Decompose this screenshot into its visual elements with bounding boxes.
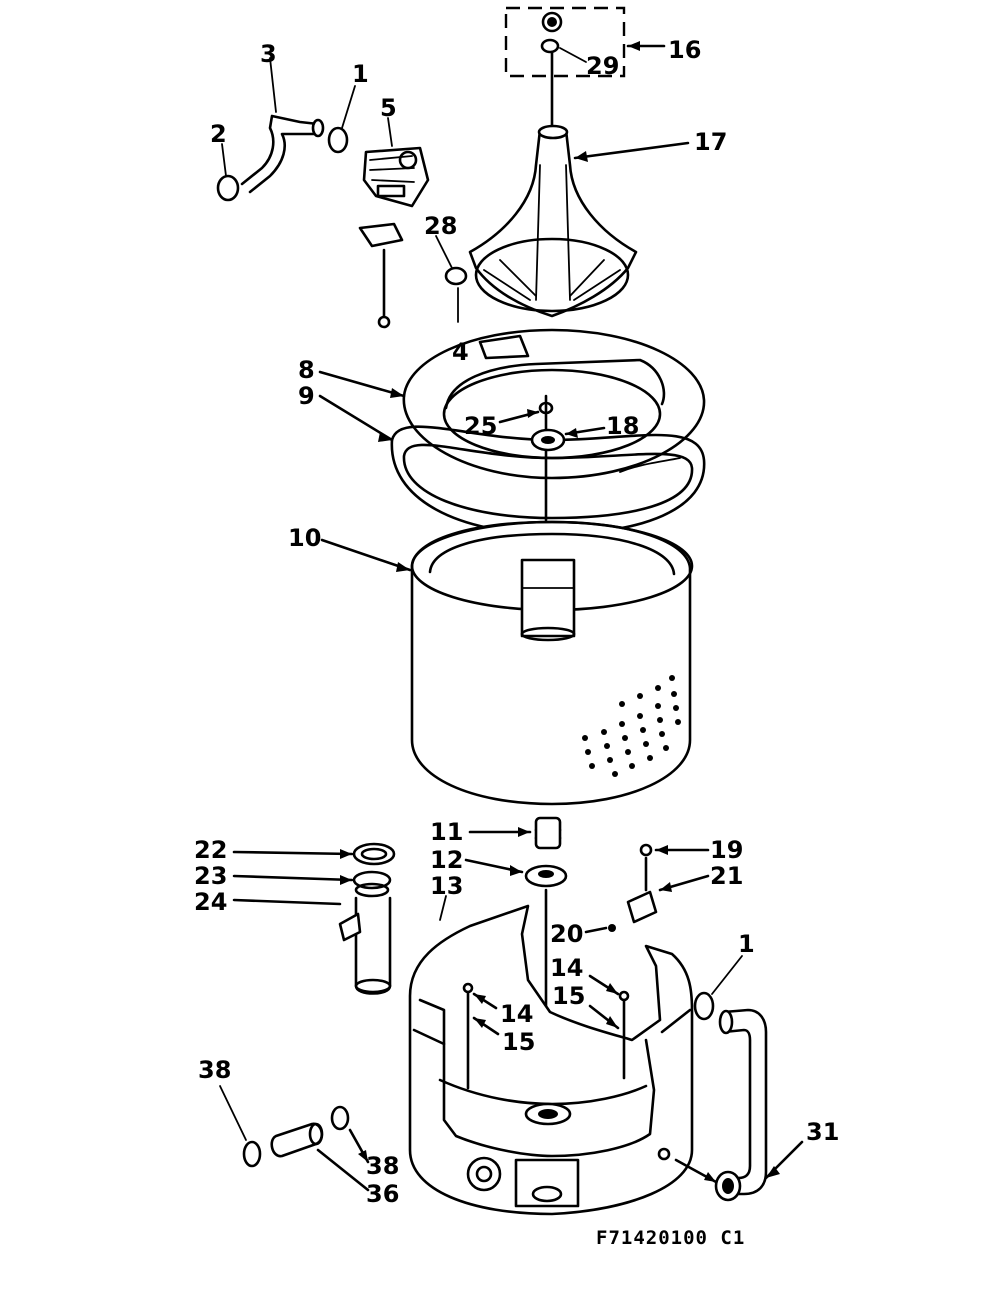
callout-8: 8 xyxy=(298,356,315,384)
part-17-agitator xyxy=(468,124,690,318)
callout-17: 17 xyxy=(694,128,727,156)
part-3-hose xyxy=(240,57,325,194)
part-18-seal xyxy=(530,426,606,452)
part-10-wash-basket xyxy=(320,520,694,806)
part-38-clamp-right xyxy=(330,1105,370,1164)
part-1-upper-clamp xyxy=(327,85,356,154)
part-38-clamp-left xyxy=(219,1085,262,1168)
callout-14-right: 14 xyxy=(550,954,583,982)
callout-38-right: 38 xyxy=(366,1152,399,1180)
part-14-15-screws-left xyxy=(462,982,500,1090)
part-22-24-drain-pipe xyxy=(232,842,396,995)
callout-3: 3 xyxy=(260,40,277,68)
part-9-tub-gasket xyxy=(318,394,706,536)
part-19-screw xyxy=(639,843,710,892)
part-1-lower-clamp xyxy=(693,955,743,1021)
callout-9: 9 xyxy=(298,382,315,410)
part-2-clamp xyxy=(216,143,240,202)
part-25-fastener xyxy=(498,394,554,522)
basket-perforations xyxy=(582,675,681,777)
part-mounting-plate xyxy=(358,222,404,329)
part-16-agitator-cap-assembly xyxy=(504,6,666,130)
callout-24: 24 xyxy=(194,888,227,916)
part-13-outer-tub xyxy=(408,895,694,1216)
callout-29: 29 xyxy=(586,52,619,80)
callout-2: 2 xyxy=(210,120,227,148)
drawing-code: F71420100 C1 xyxy=(596,1227,745,1249)
callout-13: 13 xyxy=(430,872,463,900)
part-36-coupling xyxy=(270,1122,370,1192)
callout-20: 20 xyxy=(550,920,583,948)
part-14-15-screws-right xyxy=(588,974,630,1080)
callout-25: 25 xyxy=(464,412,497,440)
callout-15-right: 15 xyxy=(552,982,585,1010)
part-11-spring xyxy=(468,816,562,850)
callout-16: 16 xyxy=(668,36,701,64)
callout-11: 11 xyxy=(430,818,463,846)
callout-38-left: 38 xyxy=(198,1056,231,1084)
callout-12: 12 xyxy=(430,846,463,874)
callout-18: 18 xyxy=(606,412,639,440)
callout-14-left: 14 xyxy=(500,1000,533,1028)
callout-19: 19 xyxy=(710,836,743,864)
part-31-drain-hose xyxy=(657,1008,804,1202)
callout-4: 4 xyxy=(452,338,469,366)
part-21-bracket xyxy=(626,874,710,924)
callout-1-lower: 1 xyxy=(738,930,755,958)
callout-22: 22 xyxy=(194,836,227,864)
part-8-tub-cover xyxy=(318,328,706,480)
part-20-nut xyxy=(584,924,616,934)
callout-23: 23 xyxy=(194,862,227,890)
callout-15-left: 15 xyxy=(502,1028,535,1056)
callout-10: 10 xyxy=(288,524,321,552)
part-5-valve xyxy=(362,117,430,208)
part-12-seal xyxy=(464,858,568,1112)
callout-1-upper: 1 xyxy=(352,60,369,88)
callout-31: 31 xyxy=(806,1118,839,1146)
part-28-grommet xyxy=(435,235,468,323)
callout-36: 36 xyxy=(366,1180,399,1208)
callout-5: 5 xyxy=(380,94,397,122)
callout-21: 21 xyxy=(710,862,743,890)
callout-28: 28 xyxy=(424,212,457,240)
